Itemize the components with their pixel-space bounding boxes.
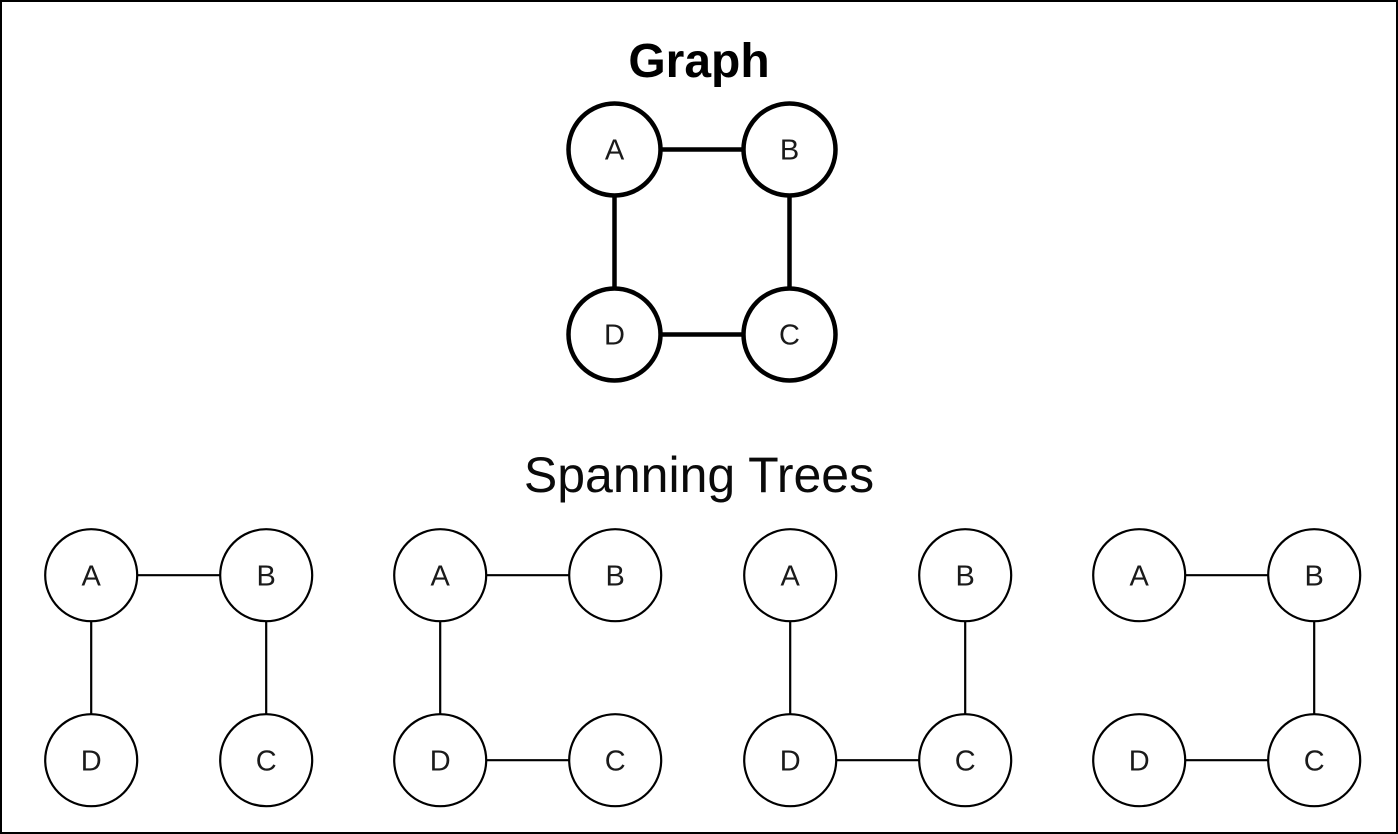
node-C-label: C bbox=[779, 320, 800, 352]
node-A-label: A bbox=[605, 135, 625, 167]
node-C-circle bbox=[741, 286, 838, 383]
node-B-circle bbox=[741, 101, 838, 198]
node-A-circle bbox=[44, 528, 139, 623]
node-A-circle bbox=[393, 528, 488, 623]
main-graph-diagram: A B D C bbox=[564, 99, 840, 385]
node-C-label: C bbox=[605, 745, 626, 777]
node-C-label: C bbox=[1304, 745, 1325, 777]
node-B-circle bbox=[219, 528, 314, 623]
node-D-label: D bbox=[780, 745, 801, 777]
node-B-circle bbox=[918, 528, 1013, 623]
tree-1-svg: A B D C bbox=[393, 528, 663, 808]
node-A-label: A bbox=[431, 560, 451, 592]
node-B-label: B bbox=[1305, 560, 1324, 592]
tree-2-svg: A B D C bbox=[743, 528, 1013, 808]
node-D-circle bbox=[44, 713, 139, 808]
node-D-circle bbox=[743, 713, 838, 808]
node-A-label: A bbox=[82, 560, 102, 592]
node-C-circle bbox=[219, 713, 314, 808]
node-D-circle bbox=[1092, 713, 1187, 808]
node-D-circle bbox=[393, 713, 488, 808]
node-B-label: B bbox=[257, 560, 276, 592]
node-C-label: C bbox=[256, 745, 277, 777]
node-D-label: D bbox=[430, 745, 451, 777]
spanning-tree-3: A B D C bbox=[742, 527, 1013, 808]
spanning-tree-4: A B D C bbox=[1091, 527, 1362, 808]
graph-title: Graph bbox=[628, 35, 770, 88]
node-B-label: B bbox=[606, 560, 625, 592]
spanning-tree-1: A B D C bbox=[43, 527, 314, 808]
spanning-tree-2: A B D C bbox=[392, 527, 663, 808]
node-D-circle bbox=[566, 286, 663, 383]
node-B-label: B bbox=[956, 560, 975, 592]
node-C-label: C bbox=[955, 745, 976, 777]
main-graph-svg: A B D C bbox=[566, 101, 838, 383]
node-C-circle bbox=[918, 713, 1013, 808]
node-B-circle bbox=[568, 528, 663, 623]
spanning-trees-title: Spanning Trees bbox=[523, 447, 875, 503]
node-B-label: B bbox=[780, 135, 799, 167]
tree-3-svg: A B D C bbox=[1092, 528, 1362, 808]
node-B-circle bbox=[1267, 528, 1362, 623]
node-A-circle bbox=[743, 528, 838, 623]
node-A-label: A bbox=[1130, 560, 1150, 592]
tree-0-svg: A B D C bbox=[44, 528, 314, 808]
node-D-label: D bbox=[81, 745, 102, 777]
node-D-label: D bbox=[1129, 745, 1150, 777]
node-A-label: A bbox=[781, 560, 801, 592]
node-A-circle bbox=[566, 101, 663, 198]
node-C-circle bbox=[568, 713, 663, 808]
node-A-circle bbox=[1092, 528, 1187, 623]
node-C-circle bbox=[1267, 713, 1362, 808]
node-D-label: D bbox=[604, 320, 625, 352]
